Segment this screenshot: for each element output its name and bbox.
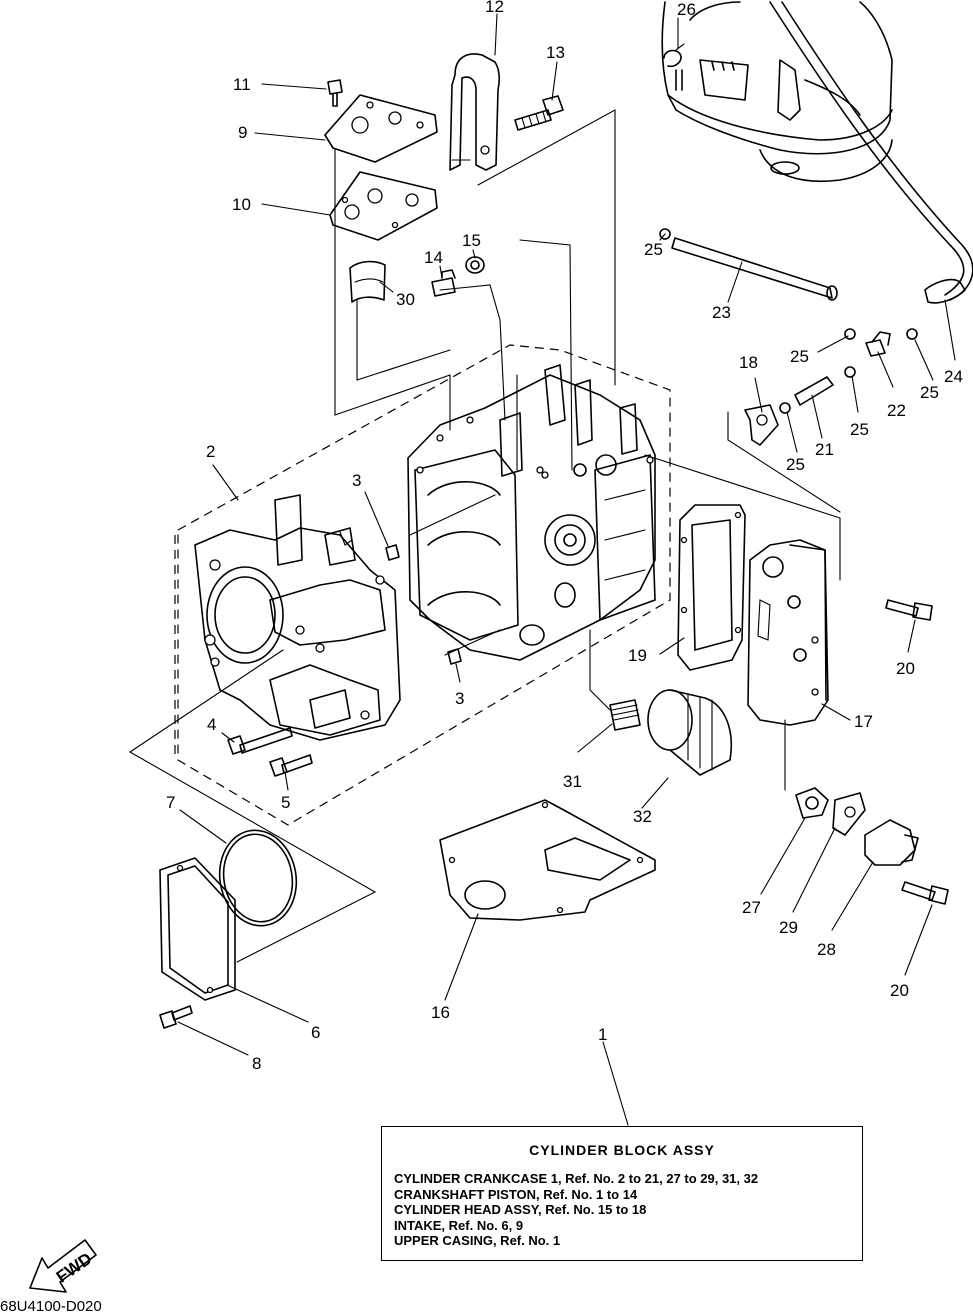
legend-line: CRANKSHAFT PISTON, Ref. No. 1 to 14 (394, 1186, 638, 1202)
callout-25-d: 25 (850, 420, 869, 439)
cylinder-head-2 (194, 494, 401, 741)
fwd-label: FWD (53, 1249, 96, 1287)
dowel-pin-3-lower (447, 648, 462, 665)
gasket-19 (677, 504, 746, 671)
cover-17 (747, 539, 829, 726)
callout-25-a: 25 (644, 240, 663, 259)
callout-31: 31 (563, 772, 582, 791)
callout-20-upper: 20 (896, 659, 915, 678)
pipe-21 (794, 376, 834, 406)
callout-3-upper: 3 (352, 471, 361, 490)
part-30 (349, 260, 386, 303)
callout-29: 29 (779, 918, 798, 937)
bolt-13 (514, 95, 564, 131)
legend-title: CYLINDER BLOCK ASSY (529, 1142, 715, 1158)
dowel-pin-3-upper (385, 544, 400, 561)
callout-2: 2 (206, 442, 215, 461)
legend-box: CYLINDER BLOCK ASSY CYLINDER CRANKCASE 1… (381, 1126, 863, 1261)
callout-32: 32 (633, 807, 652, 826)
callout-10: 10 (232, 195, 251, 214)
callout-6: 6 (311, 1023, 320, 1042)
alignment-lines (129, 109, 841, 963)
oil-filter-32 (647, 689, 732, 776)
callout-9: 9 (238, 123, 247, 142)
callout-30: 30 (396, 290, 415, 309)
callout-14: 14 (424, 248, 443, 267)
gasket-16 (439, 799, 656, 921)
thermostat-27 (795, 787, 829, 819)
callout-19: 19 (628, 646, 647, 665)
callout-25-c: 25 (920, 383, 939, 402)
bolt-5 (269, 754, 313, 777)
pipe-23 (671, 237, 838, 301)
bolt-4 (227, 727, 293, 755)
callout-17: 17 (854, 712, 873, 731)
fwd-arrow: FWD (29, 1239, 97, 1293)
callout-11: 11 (233, 75, 251, 94)
callout-26: 26 (677, 0, 696, 19)
legend-line: UPPER CASING, Ref. No. 1 (394, 1233, 561, 1248)
callout-24: 24 (944, 367, 963, 386)
callout-21: 21 (815, 440, 834, 459)
callout-16: 16 (431, 1003, 450, 1022)
callout-25-e: 25 (786, 455, 805, 474)
clamp-25-group (659, 228, 918, 414)
spring-31 (609, 699, 641, 731)
legend-line: CYLINDER HEAD ASSY, Ref. No. 15 to 18 (394, 1202, 647, 1217)
callout-13: 13 (546, 43, 565, 62)
upper-casing (661, 1, 893, 182)
callout-18: 18 (739, 353, 758, 372)
bolt-8 (159, 1005, 193, 1029)
clamp-26 (663, 43, 685, 68)
callout-20-lower: 20 (890, 981, 909, 1000)
assembly-outlines (174, 344, 671, 826)
bolt-20-upper (885, 599, 933, 621)
callout-7: 7 (166, 793, 175, 812)
bolt-20-lower (901, 881, 949, 905)
legend-lines: CYLINDER CRANKCASE 1, Ref. No. 2 to 21, … (394, 1171, 758, 1249)
o-ring-7 (218, 829, 298, 927)
callout-12: 12 (485, 0, 504, 16)
callout-5: 5 (281, 793, 290, 812)
washer-15 (465, 256, 485, 274)
callout-3-lower: 3 (455, 689, 464, 708)
crankcase-block (407, 364, 656, 661)
callout-23: 23 (712, 303, 731, 322)
callout-22: 22 (887, 401, 906, 420)
screw-11 (327, 79, 343, 107)
callout-15: 15 (462, 231, 481, 250)
gasket-29 (832, 792, 866, 836)
plate-9 (324, 94, 438, 163)
callout-1: 1 (598, 1025, 607, 1044)
callout-25-b: 25 (790, 347, 809, 366)
callout-28: 28 (817, 940, 836, 959)
legend-line: INTAKE, Ref. No. 6, 9 (394, 1217, 524, 1233)
hanger-12 (449, 53, 501, 171)
cover-28 (864, 819, 919, 866)
callout-27: 27 (742, 898, 761, 917)
reference-code: 68U4100-D020 (0, 1298, 102, 1315)
hose-24 (769, 1, 973, 304)
joint-18 (744, 404, 779, 446)
joint-22 (865, 331, 891, 357)
plug-14 (431, 269, 456, 297)
callout-4: 4 (207, 715, 216, 734)
leader-lines (177, 13, 956, 1126)
callout-labels: 12 13 26 11 9 10 14 15 30 25 23 24 25 18… (166, 0, 963, 1073)
legend-line: CYLINDER CRANKCASE 1, Ref. No. 2 to 21, … (394, 1171, 759, 1186)
callout-8: 8 (252, 1054, 261, 1073)
gasket-10 (329, 171, 438, 241)
